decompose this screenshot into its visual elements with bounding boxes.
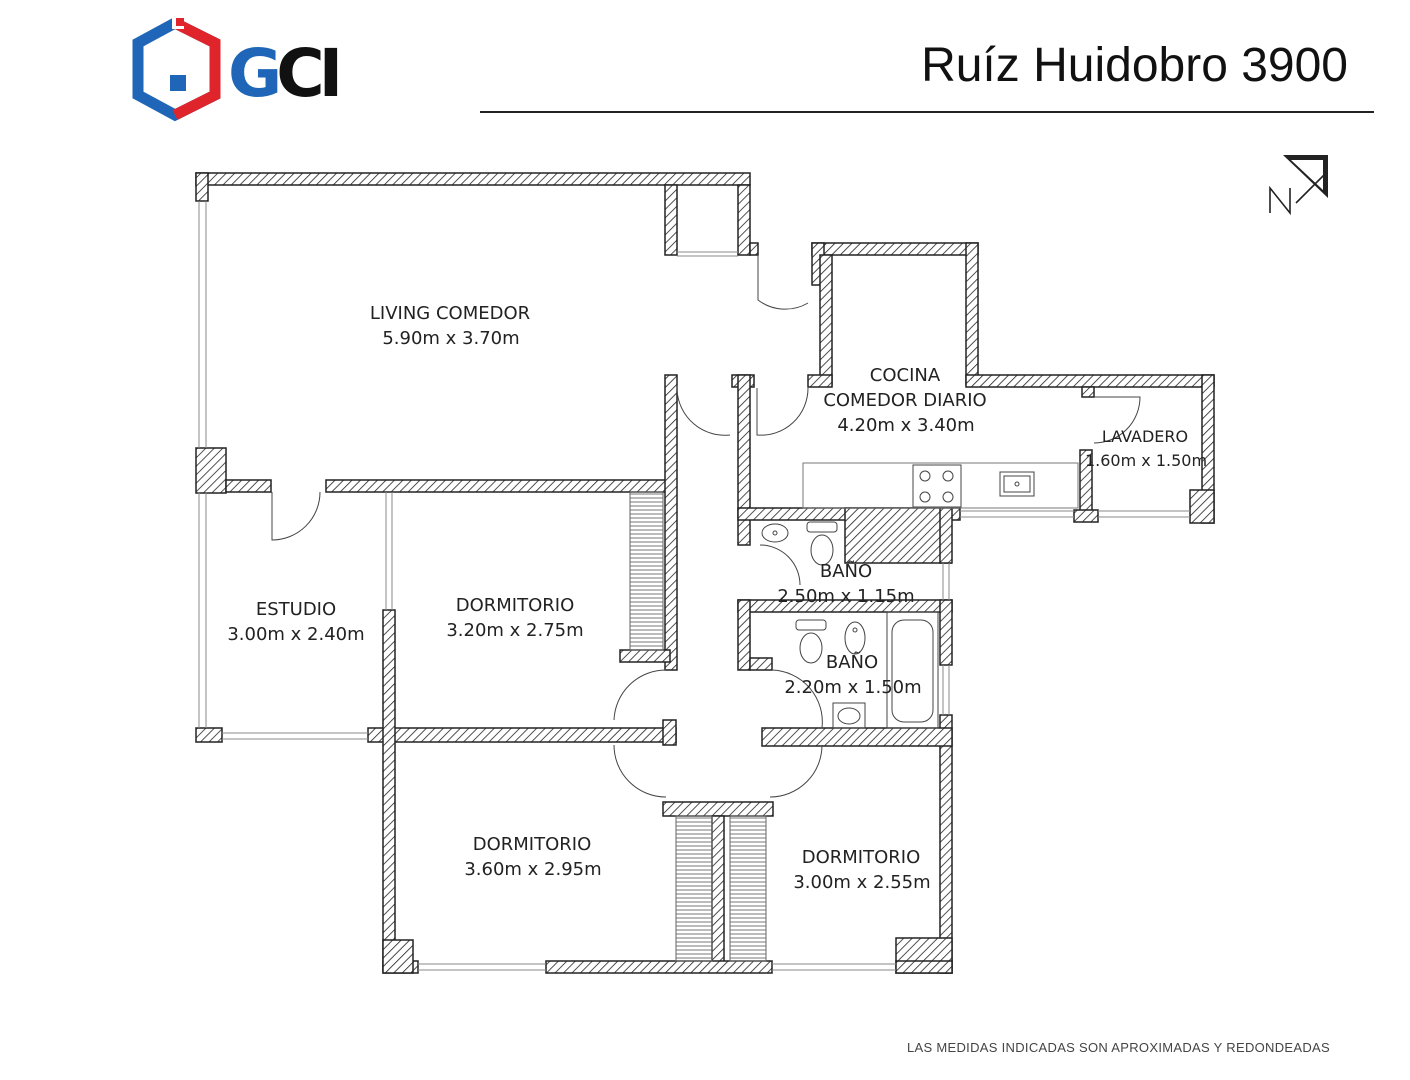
room-name-lavadero: LAVADERO bbox=[1102, 427, 1188, 446]
stove-icon bbox=[912, 464, 962, 508]
walls bbox=[195, 172, 1215, 974]
room-size-bano-1: 2.50m x 1.15m bbox=[777, 586, 914, 607]
bathtub-icon bbox=[886, 611, 939, 729]
room-size-cocina: 4.20m x 3.40m bbox=[837, 415, 974, 436]
toilet-icon bbox=[806, 521, 838, 566]
bidet-icon bbox=[844, 621, 866, 655]
room-name-dormitorio-3: DORMITORIO bbox=[802, 847, 921, 868]
room-size-dormitorio-3: 3.00m x 2.55m bbox=[793, 872, 930, 893]
property-address-title: Ruíz Huidobro 3900 bbox=[921, 39, 1348, 92]
sink-icon bbox=[999, 471, 1035, 497]
room-size-lavadero: 1.60m x 1.50m bbox=[1085, 451, 1207, 470]
room-size-bano-2: 2.20m x 1.50m bbox=[784, 677, 921, 698]
north-arrow-icon bbox=[1269, 155, 1328, 216]
room-name-estudio: ESTUDIO bbox=[256, 599, 336, 620]
room-name-dormitorio-2: DORMITORIO bbox=[473, 834, 592, 855]
washbasin-icon bbox=[761, 523, 789, 543]
room-size-dormitorio-1: 3.20m x 2.75m bbox=[446, 620, 583, 641]
disclaimer-note: LAS MEDIDAS INDICADAS SON APROXIMADAS Y … bbox=[907, 1040, 1330, 1055]
toilet-icon bbox=[795, 619, 827, 664]
room-size-estudio: 3.00m x 2.40m bbox=[227, 624, 364, 645]
room-size-dormitorio-2: 3.60m x 2.95m bbox=[464, 859, 601, 880]
room-size-living: 5.90m x 3.70m bbox=[382, 328, 519, 349]
room-name-dormitorio-1: DORMITORIO bbox=[456, 595, 575, 616]
washbasin-icon bbox=[832, 702, 866, 729]
title-divider bbox=[480, 111, 1374, 113]
doors bbox=[271, 255, 1141, 798]
logo-house-icon bbox=[132, 16, 221, 122]
room-labels: LIVING COMEDOR 5.90m x 3.70m COCINA COME… bbox=[227, 303, 1207, 893]
windows bbox=[198, 201, 1190, 971]
kitchen-counter bbox=[802, 462, 1079, 509]
room-name-comedor-diario: COMEDOR DIARIO bbox=[823, 390, 986, 411]
bathroom-fixtures bbox=[761, 521, 939, 729]
room-name-bano-1: BAÑO bbox=[820, 560, 872, 582]
room-name-cocina: COCINA bbox=[870, 365, 941, 386]
closets bbox=[629, 491, 767, 962]
room-name-living: LIVING COMEDOR bbox=[370, 303, 530, 324]
room-name-bano-2: BAÑO bbox=[826, 651, 878, 673]
